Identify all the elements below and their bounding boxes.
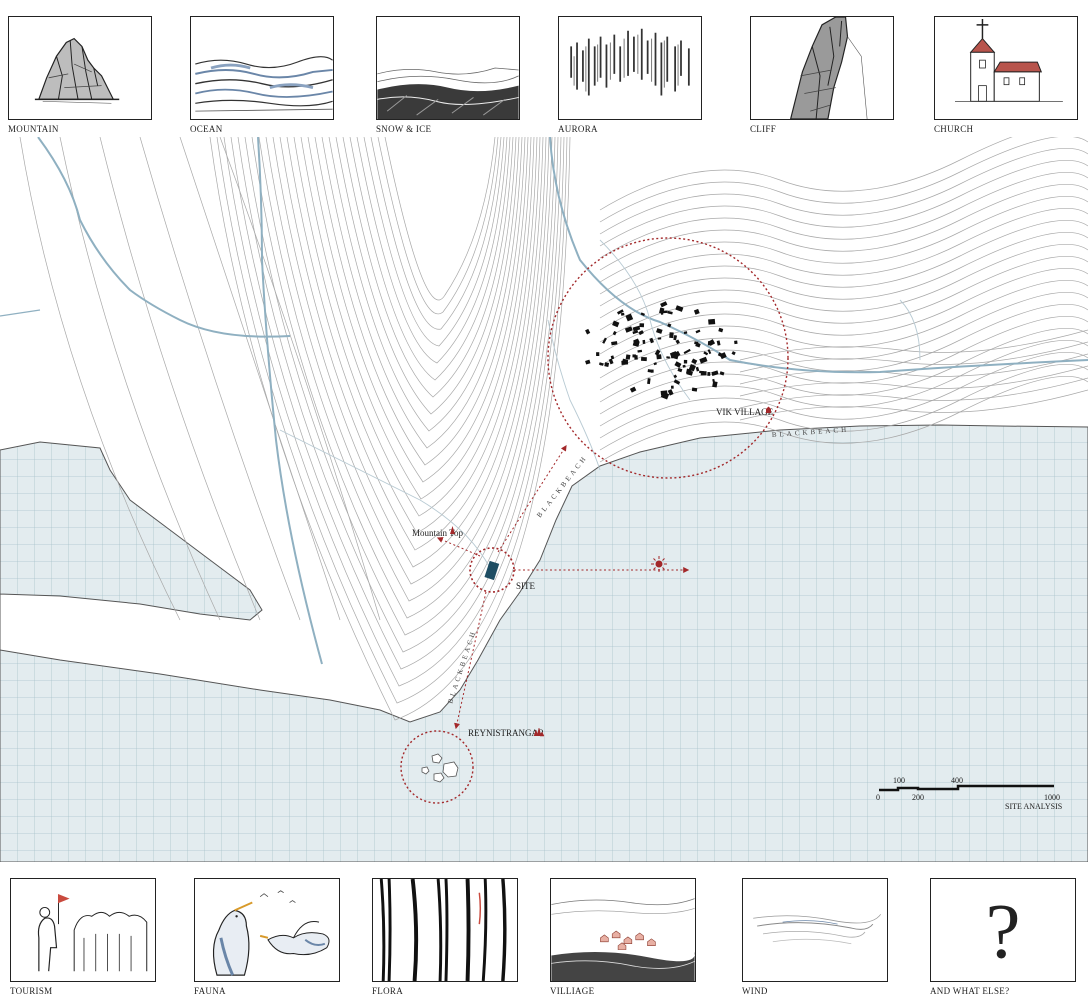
mountain-top-icon bbox=[450, 526, 455, 534]
thumb-label-ocean: OCEAN bbox=[190, 124, 223, 134]
thumb-label-aurora: AURORA bbox=[558, 124, 598, 134]
snow-ice-sketch-icon bbox=[377, 67, 519, 119]
contour-lines bbox=[19, 137, 1088, 721]
thumb-snow-ice bbox=[376, 16, 520, 120]
thumb-and-what-else: ? bbox=[930, 878, 1076, 982]
wind-sketch-icon bbox=[753, 914, 882, 945]
thumb-label-fauna: FAUNA bbox=[194, 986, 226, 996]
thumb-label-tourism: TOURISM bbox=[10, 986, 53, 996]
thumb-label-snow-ice: SNOW & ICE bbox=[376, 124, 432, 134]
thumb-label-cliff: CLIFF bbox=[750, 124, 777, 134]
village-sketch-icon bbox=[551, 898, 695, 981]
thumb-flora bbox=[372, 878, 518, 982]
scale-tick-1000: 1000 bbox=[1044, 793, 1060, 802]
thumb-fauna bbox=[194, 878, 340, 982]
reynistrangar-radius bbox=[400, 730, 474, 804]
thumb-ocean bbox=[190, 16, 334, 120]
thumb-label-church: CHURCH bbox=[934, 124, 974, 134]
scale-bar: 0 100 200 400 1000 SITE ANALYSIS bbox=[876, 776, 1062, 811]
church-sketch-icon bbox=[955, 18, 1063, 102]
thumb-label-and-what-else: AND WHAT ELSE? bbox=[930, 986, 1010, 996]
scale-tick-0: 0 bbox=[876, 793, 880, 802]
thumb-aurora bbox=[558, 16, 702, 120]
fauna-sketch-icon bbox=[212, 890, 330, 976]
sea-area bbox=[0, 424, 1088, 862]
question-sketch-icon: ? bbox=[986, 887, 1021, 974]
ocean-sketch-icon bbox=[195, 56, 333, 112]
question-glyph: ? bbox=[986, 887, 1021, 974]
thumb-cliff bbox=[750, 16, 894, 120]
thumb-tourism bbox=[10, 878, 156, 982]
site-building bbox=[484, 560, 500, 581]
scale-tick-200: 200 bbox=[912, 793, 924, 802]
thumb-label-mountain: MOUNTAIN bbox=[8, 124, 59, 134]
scale-tick-100: 100 bbox=[893, 776, 905, 785]
aurora-sketch-icon bbox=[570, 28, 690, 96]
vik-village-radius bbox=[547, 237, 789, 479]
vik-village-buildings bbox=[585, 301, 738, 400]
reynistrangar-sea-stack-icon bbox=[533, 727, 545, 737]
label-mountain-top: Mountain Top bbox=[412, 528, 463, 538]
vik-village-house-icon bbox=[766, 406, 771, 413]
flora-sketch-icon bbox=[379, 879, 507, 981]
scale-tick-400: 400 bbox=[951, 776, 963, 785]
label-vik-village: VIK VILLAGE bbox=[716, 407, 774, 417]
cliff-sketch-icon bbox=[790, 17, 868, 119]
thumb-church bbox=[934, 16, 1078, 120]
top-thumbnail-row: MOUNTAIN OCEAN SNOW & ICE AURORA bbox=[0, 0, 1088, 137]
bottom-thumbnail-row: TOURISM FAUNA FLORA bbox=[0, 862, 1088, 1000]
mountain-sketch-icon bbox=[34, 37, 120, 104]
thumb-wind bbox=[742, 878, 888, 982]
thumb-label-wind: WIND bbox=[742, 986, 768, 996]
label-reynistrangar: REYNISTRANGAR bbox=[468, 728, 544, 738]
thumb-mountain bbox=[8, 16, 152, 120]
thumb-label-village: VILLIAGE bbox=[550, 986, 595, 996]
thumb-label-flora: FLORA bbox=[372, 986, 404, 996]
label-site: SITE bbox=[516, 581, 536, 591]
tourism-sketch-icon bbox=[37, 893, 148, 972]
sun-icon bbox=[651, 556, 667, 572]
reynistrangar-rocks bbox=[421, 753, 459, 783]
thumb-village bbox=[550, 878, 696, 982]
map-canvas: VIK VILLAGE Mountain Top SITE REYNISTRAN… bbox=[0, 137, 1088, 862]
site-analysis-map: VIK VILLAGE Mountain Top SITE REYNISTRAN… bbox=[0, 137, 1088, 862]
scale-caption: SITE ANALYSIS bbox=[1005, 802, 1062, 811]
rivers bbox=[0, 137, 1088, 665]
